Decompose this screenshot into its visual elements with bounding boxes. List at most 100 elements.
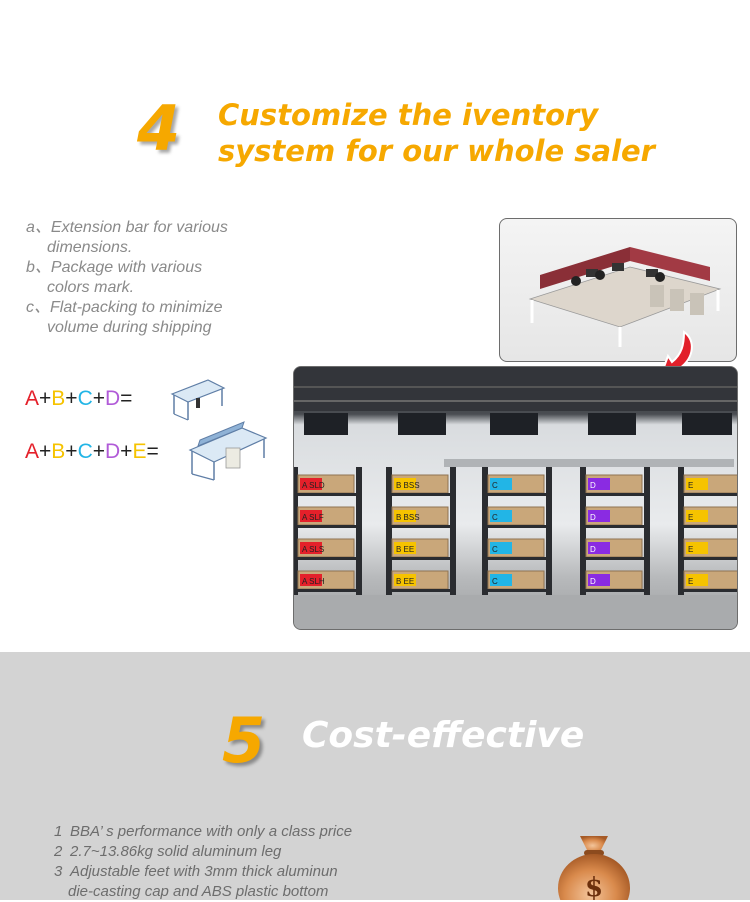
single-desk-illustration [170, 379, 226, 421]
color-label-a [300, 510, 322, 522]
shelf-beam [678, 493, 737, 496]
box-label-text: A SLF [302, 513, 324, 522]
shelf-beam [294, 557, 362, 560]
feature-marker: c、 [26, 299, 51, 316]
box-label-text: C [492, 545, 498, 554]
feature-text-cont: colors mark. [47, 279, 135, 296]
shelf-beam [482, 589, 552, 592]
shelf-post [546, 467, 552, 595]
section-number-4: 4 [137, 92, 181, 165]
box-label-text: C [492, 513, 498, 522]
shelf-post [450, 467, 456, 595]
section-title-cost: Cost-effective [302, 715, 585, 756]
formula-c: C [77, 440, 93, 463]
color-label-c [490, 574, 512, 586]
box-label-text: D [590, 545, 596, 554]
box-label-text: B BSS [396, 513, 420, 522]
shelf-beam [386, 557, 456, 560]
section-cost-effective: 5 Cost-effective [0, 652, 750, 900]
color-label-a [300, 478, 322, 490]
formula-abcd: A+B+C+D= [25, 387, 132, 411]
color-label-b [394, 478, 416, 490]
feature-text-cont: dimensions. [47, 239, 133, 256]
feature-text: Flat-packing to minimize [50, 299, 223, 316]
shelf-beam [482, 525, 552, 528]
formula-plus: + [39, 387, 52, 410]
color-label-d [588, 574, 610, 586]
box-label-text: E [688, 577, 693, 586]
color-label-d [588, 510, 610, 522]
color-label-a [300, 574, 322, 586]
formula-plus: + [92, 440, 105, 463]
title-line-2: system for our whole saler [218, 134, 655, 168]
shelf-beam [482, 557, 552, 560]
feature-text-cont: volume during shipping [47, 319, 212, 336]
formula-a: A [25, 440, 40, 463]
box-label-text: E [688, 481, 693, 490]
shelf-post [386, 467, 392, 595]
shelf-beam [294, 525, 362, 528]
color-label-d [588, 542, 610, 554]
formula-plus: + [65, 440, 78, 463]
box-label-text: E [688, 545, 693, 554]
formula-e: E [132, 440, 147, 463]
formula-plus: + [120, 440, 133, 463]
shelf-post [644, 467, 650, 595]
shelf-beam [678, 525, 737, 528]
color-label-d [588, 478, 610, 490]
formula-plus: + [39, 440, 52, 463]
box-label-text: D [590, 481, 596, 490]
color-label-c [490, 542, 512, 554]
feature-item-b: b、Package with various colors mark. [26, 258, 286, 298]
color-label-e [686, 574, 708, 586]
box-label-text: A SLH [302, 577, 325, 586]
box-label-text: D [590, 577, 596, 586]
feature-marker: a、 [26, 219, 51, 236]
shelf-beam [580, 557, 650, 560]
box-label-text: B EE [396, 577, 414, 586]
feature-item-c: c、Flat-packing to minimize volume during… [26, 298, 286, 338]
section-customize-inventory: 4 Customize the iventory system for our … [25, 92, 738, 630]
feature-list: a、Extension bar for various dimensions. … [26, 218, 286, 338]
box-label-text: A SLD [302, 481, 325, 490]
formula-abcde: A+B+C+D+E= [25, 440, 159, 464]
color-label-c [490, 510, 512, 522]
formula-plus: + [92, 387, 105, 410]
cost-item-3-cont: die-casting cap and ABS plastic bottom [68, 883, 329, 900]
color-label-b [394, 574, 416, 586]
shelf-beam [580, 493, 650, 496]
color-label-b [394, 510, 416, 522]
feature-text: Extension bar for various [50, 219, 228, 236]
shelf-post [356, 467, 362, 595]
formula-equals: = [120, 387, 133, 410]
formula-c: C [77, 387, 93, 410]
color-label-e [686, 510, 708, 522]
formula-d: D [105, 387, 121, 410]
formula-b: B [51, 440, 66, 463]
color-label-c [490, 478, 512, 490]
shelf-post [678, 467, 684, 595]
shelf-beam [294, 493, 362, 496]
formula-a: A [25, 387, 40, 410]
title-line-1: Customize the iventory [218, 98, 599, 132]
shelf-beam [678, 589, 737, 592]
box-label-text: B BSS [396, 481, 420, 490]
section-number-5: 5 [222, 704, 266, 777]
feature-text: Package with various [50, 259, 203, 276]
shelf-beam [580, 589, 650, 592]
formula-plus: + [65, 387, 78, 410]
feature-item-a: a、Extension bar for various dimensions. [26, 218, 286, 258]
shelf-beam [580, 525, 650, 528]
shelf-post [294, 467, 298, 595]
color-label-e [686, 542, 708, 554]
box-label-text: E [688, 513, 693, 522]
section-title-customize: Customize the iventory system for our wh… [218, 97, 655, 169]
box-label-text: A SLS [302, 545, 324, 554]
shelf-beam [386, 493, 456, 496]
shelf-post [580, 467, 586, 595]
color-label-a [300, 542, 322, 554]
